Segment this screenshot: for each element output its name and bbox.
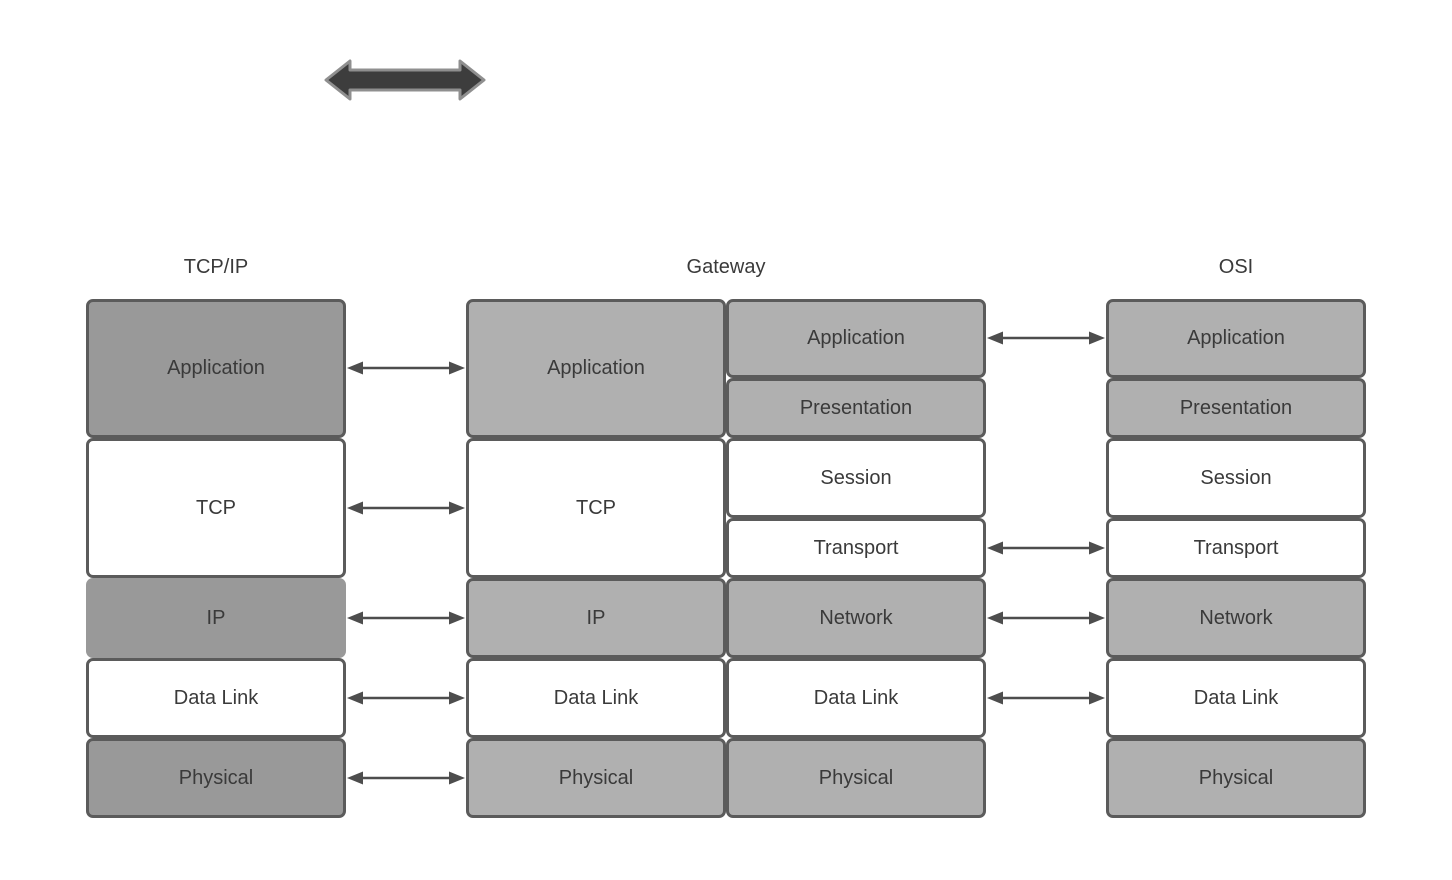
gateway-right-layer-network: Network [726,578,986,658]
bidirectional-arrow-transport [987,541,1105,555]
gateway-right-layer-application: Application [726,299,986,378]
layer-label: TCP [576,496,616,519]
tcpip-layer-tcp: TCP [86,438,346,578]
tcpip-layer-physical: Physical [86,738,346,818]
column-title-gateway: Gateway [686,256,766,278]
layer-label: Data Link [173,686,259,709]
bidirectional-arrow-physical-left [347,771,465,785]
bidirectional-arrow-tcp [347,501,465,515]
layer-label: Transport [813,536,899,559]
tcpip-layer-application: Application [86,299,346,438]
osi-layer-transport: Transport [1106,518,1366,578]
column-title-tcpip: TCP/IP [183,256,249,278]
gateway-left-layer-tcp: TCP [466,438,726,578]
layer-label: Data Link [553,686,639,709]
layer-label: Network [1199,606,1273,629]
osi-layer-application: Application [1106,299,1366,378]
layer-label: IP [206,606,226,629]
layer-label: Application [167,357,265,379]
bidirectional-arrow-application-right [987,331,1105,345]
layer-label: Data Link [1193,686,1279,709]
layer-label: Session [1200,466,1272,489]
gateway-left-layer-ip: IP [466,578,726,658]
layer-label: Physical [178,766,254,789]
bidirectional-arrow-ip [347,611,465,625]
gateway-right-layer-physical: Physical [726,738,986,818]
osi-layer-physical: Physical [1106,738,1366,818]
gateway-right-layer-presentation: Presentation [726,378,986,438]
layer-label: Transport [1193,536,1279,559]
tcpip-layer-data-link: Data Link [86,658,346,738]
column-title-osi: OSI [1218,256,1254,278]
osi-layer-presentation: Presentation [1106,378,1366,438]
gateway-left-layer-data-link: Data Link [466,658,726,738]
layer-label: Physical [818,766,894,789]
osi-layer-data-link: Data Link [1106,658,1366,738]
layer-label: TCP [196,496,236,519]
layer-label: Data Link [813,686,899,709]
gateway-left-layer-application: Application [466,299,726,438]
layer-label: Physical [1198,766,1274,789]
gateway-right-layer-session: Session [726,438,986,518]
tcpip-layer-ip: IP [86,578,346,658]
layer-label: Presentation [799,396,913,419]
layer-label: Physical [558,766,634,789]
layer-label: Network [819,606,893,629]
layer-label: Session [820,466,892,489]
layer-label: IP [586,606,606,629]
bidirectional-arrow-data-link-left [347,691,465,705]
bidirectional-arrow-network [987,611,1105,625]
layer-label: Application [807,327,905,349]
bidirectional-arrow-application-left [347,361,465,375]
layer-label: Application [547,357,645,379]
osi-layer-session: Session [1106,438,1366,518]
bidirectional-arrow-data-link-right [987,691,1105,705]
layer-label: Application [1187,327,1285,349]
osi-layer-network: Network [1106,578,1366,658]
gateway-left-layer-physical: Physical [466,738,726,818]
gateway-right-layer-transport: Transport [726,518,986,578]
layer-label: Presentation [1179,396,1293,419]
gateway-right-layer-data-link: Data Link [726,658,986,738]
